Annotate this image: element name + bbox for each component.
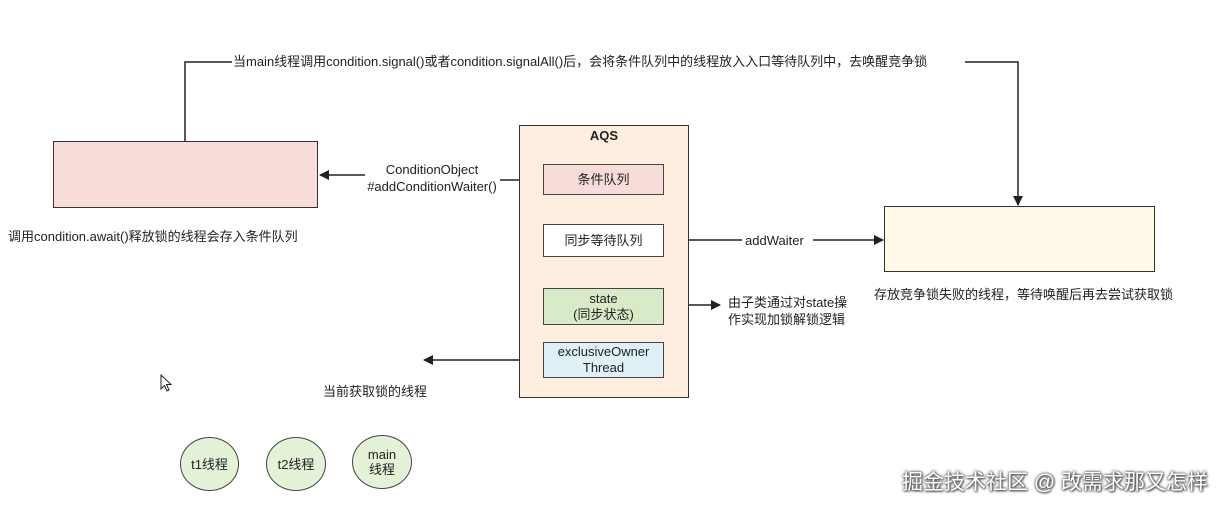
thread-t1-circle: t1线程 [180,437,239,491]
thread-main-line1: main [367,447,397,462]
thread-main-line2: 线程 [368,462,395,477]
thread-t1-label: t1线程 [191,456,228,472]
waiting-annotation: 存放竞争锁失败的线程，等待唤醒后再去尝试获取锁 [874,287,1174,302]
state-annotation-line1: 由子类通过对state操 [728,295,848,310]
condition-object-label: ConditionObject #addConditionWaiter() [352,161,512,195]
entry-wait-queue-box [884,206,1155,272]
condition-queue-label: 条件队列 [577,171,630,187]
cursor-icon [160,373,173,392]
state-annotation-line2: 作实现加锁解锁逻辑 [728,312,846,327]
thread-t2-circle: t2线程 [266,437,326,491]
condition-queue-box [53,141,318,208]
state-node: state (同步状态) [543,288,664,325]
await-annotation: 调用condition.await()释放锁的线程会存入条件队列 [8,229,298,244]
condition-object-line2: #addConditionWaiter() [367,179,497,194]
state-annotation: 由子类通过对state操 作实现加锁解锁逻辑 [728,294,847,328]
sync-queue-node: 同步等待队列 [543,224,664,257]
sync-queue-label: 同步等待队列 [564,232,643,248]
condition-object-line1: ConditionObject [385,162,479,177]
thread-t2-label: t2线程 [277,456,315,472]
add-waiter-label: addWaiter [745,233,804,248]
aqs-title: AQS [589,128,619,143]
condition-queue-node: 条件队列 [543,164,664,195]
watermark: 掘金技术社区 @ 改需求那又怎样 [902,471,1208,494]
signal-connector [184,61,232,141]
thread-main-circle: main 线程 [352,435,412,489]
owner-label-line1: exclusiveOwner [557,344,650,359]
owner-label-line2: Thread [582,360,625,375]
signal-annotation: 当main线程调用condition.signal()或者condition.s… [233,54,928,69]
owner-annotation: 当前获取锁的线程 [323,384,428,399]
state-label-line1: state [589,290,618,306]
signal-arrow [965,61,1023,206]
owner-thread-node: exclusiveOwner Thread [543,342,664,378]
state-label-line2: (同步状态) [573,306,634,322]
